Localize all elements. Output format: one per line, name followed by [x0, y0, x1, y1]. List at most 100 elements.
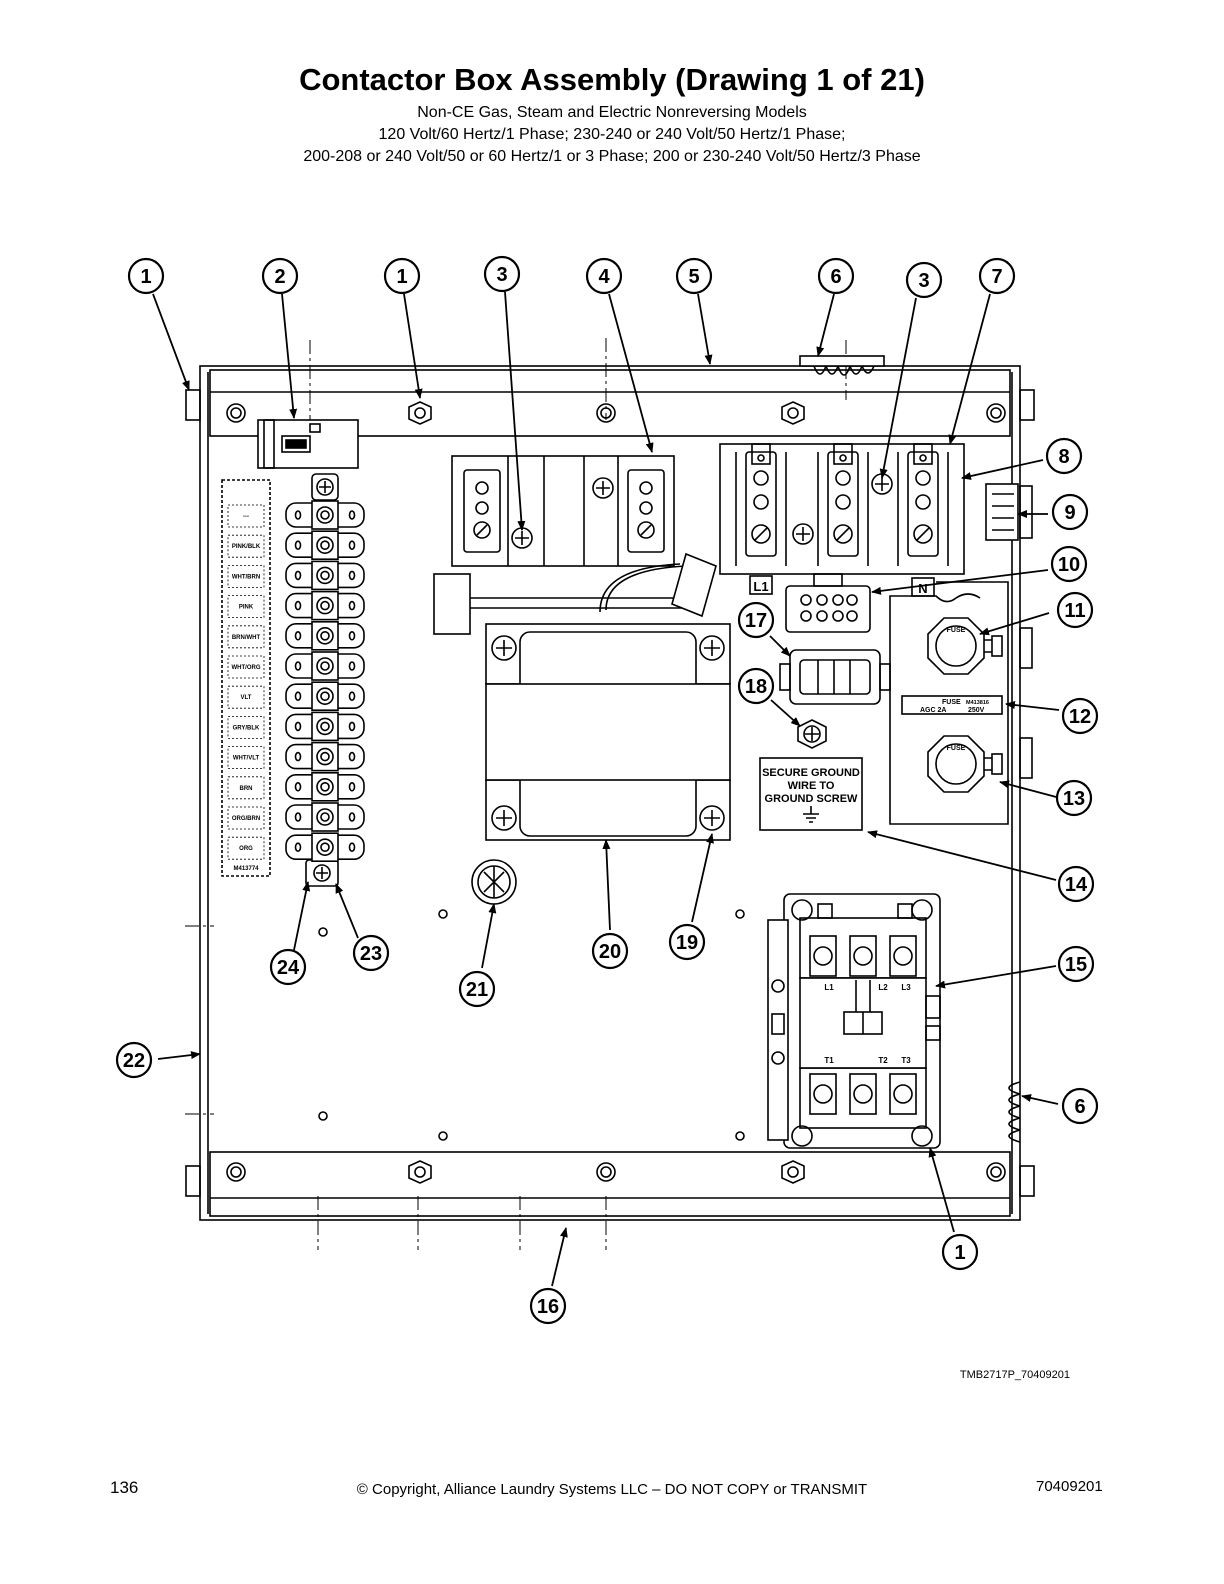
terminal-label: WHT/VLT [233, 756, 260, 762]
leader-line [999, 780, 1061, 799]
terminal-label-cell [227, 746, 265, 769]
svg-text:FUSE: FUSE [947, 745, 966, 752]
callout-21: 21 [458, 970, 496, 1008]
svg-text:M413816: M413816 [966, 700, 989, 706]
callout-number: 14 [1065, 874, 1088, 896]
callout-22: 22 [115, 1041, 153, 1079]
terminal-block-row [285, 681, 365, 712]
side-tab [1019, 389, 1035, 421]
leader-line [602, 839, 611, 931]
callout-15: 15 [1057, 945, 1095, 983]
leader-line [935, 965, 1057, 989]
callout-3: 3 [483, 255, 521, 293]
leader-line [979, 612, 1050, 636]
terminal-label: ORG/BRN [232, 816, 260, 822]
tag-l1 [749, 575, 773, 595]
terminal-block-row [285, 560, 365, 591]
svg-text:T1: T1 [824, 1056, 834, 1065]
callout-number: 22 [123, 1050, 145, 1072]
side-tab [1019, 1165, 1035, 1197]
side-tab [185, 1165, 201, 1197]
callout-number: 15 [1065, 954, 1087, 976]
callout-12: 12 [1061, 697, 1099, 735]
svg-text:WIRE TO: WIRE TO [788, 780, 835, 792]
leader-line [481, 903, 497, 969]
page-number: 136 [110, 1478, 139, 1497]
callout-6: 6 [1061, 1087, 1099, 1125]
callout-16: 16 [529, 1287, 567, 1325]
subtitle-line-2: 120 Volt/60 Hertz/1 Phase; 230-240 or 24… [378, 126, 846, 143]
callout-4: 4 [585, 257, 623, 295]
callout-number: 6 [1074, 1096, 1085, 1118]
leader-lines [152, 291, 1061, 1287]
leader-line [293, 881, 311, 951]
terminal-label: GRY/BLK [233, 725, 260, 731]
callout-5: 5 [675, 257, 713, 295]
callout-number: 2 [274, 266, 285, 288]
terminal-label-cell [227, 625, 265, 649]
callout-23: 23 [352, 934, 390, 972]
terminal-block-row [285, 620, 365, 651]
side-tab [1019, 485, 1033, 539]
right-terminal-block [719, 443, 965, 575]
callout-10: 10 [1050, 545, 1088, 583]
terminal-block-row [285, 500, 365, 530]
callout-number: 20 [599, 941, 621, 963]
terminal-block [285, 473, 365, 887]
leader-line [871, 569, 1049, 595]
terminal-label: --- [243, 514, 249, 520]
terminal-label-cell [227, 504, 265, 528]
callout-18: 18 [737, 667, 775, 705]
callout-14: 14 [1057, 865, 1095, 903]
terminal-label-cell [227, 534, 265, 558]
tag-n-text: N [918, 581, 927, 596]
svg-text:T3: T3 [901, 1056, 911, 1065]
terminal-block-row [285, 802, 365, 832]
callout-7: 7 [978, 257, 1016, 295]
terminal-block-row [285, 711, 365, 742]
wire-bundle [470, 563, 702, 613]
callout-number: 3 [496, 264, 507, 286]
drawing-id: TMB2717P_70409201 [960, 1369, 1070, 1381]
callout-1: 1 [383, 257, 421, 295]
terminal-label: PINK [239, 605, 254, 611]
terminal-block-row [285, 832, 365, 863]
power-terminal-strip [451, 455, 675, 567]
svg-text:FUSE: FUSE [942, 699, 961, 706]
terminal-label: BRN [240, 786, 253, 792]
callout-19: 19 [668, 923, 706, 961]
leader-line [1021, 1094, 1059, 1105]
terminal-block-row [285, 771, 365, 802]
callout-number: 1 [954, 1242, 965, 1264]
document-number: 70409201 [1036, 1478, 1103, 1495]
tag-l1-text: L1 [753, 579, 768, 594]
leader-line [697, 293, 713, 365]
svg-text:L2: L2 [878, 983, 888, 992]
leader-line [816, 293, 835, 357]
callout-number: 17 [745, 610, 767, 632]
subtitle-line-1: Non-CE Gas, Steam and Electric Nonrevers… [417, 104, 807, 121]
callout-number: 10 [1058, 554, 1080, 576]
callout-11: 11 [1056, 591, 1094, 629]
terminal-label-cell [227, 685, 265, 709]
terminal-label-cell [227, 565, 265, 588]
callout-number: 18 [745, 676, 767, 698]
callout-3: 3 [905, 261, 943, 299]
wire-clip-side [1008, 1081, 1021, 1143]
callout-number: 7 [991, 266, 1002, 288]
leader-line [879, 297, 917, 479]
leader-line [867, 830, 1057, 881]
callout-number: 12 [1069, 706, 1091, 728]
enclosure-panel [199, 365, 1021, 1221]
leader-line [961, 459, 1044, 480]
svg-text:L3: L3 [901, 983, 911, 992]
leader-line [691, 833, 714, 923]
callout-number: 16 [537, 1296, 559, 1318]
leader-line [948, 293, 991, 445]
leader-line [551, 1227, 568, 1287]
leader-line [157, 1051, 201, 1060]
side-tab [1019, 737, 1033, 779]
svg-text:AGC 2A: AGC 2A [920, 707, 946, 714]
